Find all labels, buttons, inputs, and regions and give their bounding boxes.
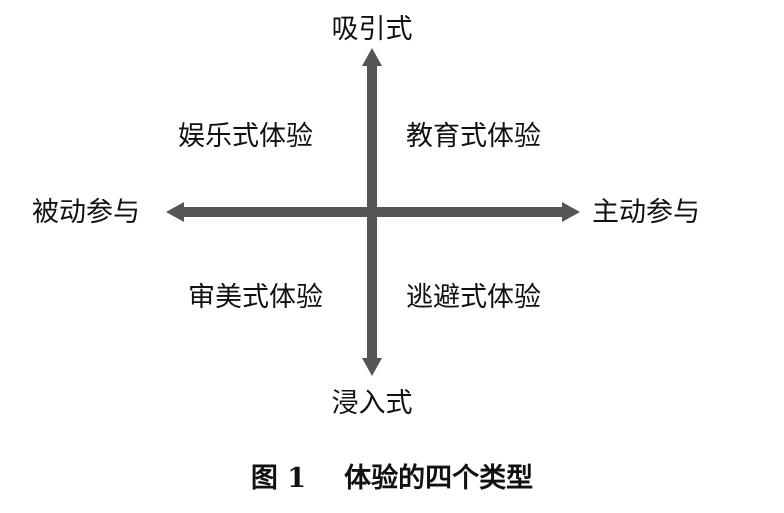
horizontal-axis-right-arrowhead — [562, 202, 580, 222]
axis-label-left: 被动参与 — [32, 197, 140, 228]
axis-label-right: 主动参与 — [592, 197, 700, 228]
figure-number: 图 1 — [250, 463, 307, 494]
quadrant-top-left-label: 娱乐式体验 — [178, 121, 313, 152]
axis-label-bottom: 浸入式 — [331, 388, 413, 419]
vertical-axis-top-arrowhead — [362, 48, 382, 66]
figure-caption: 图 1 体验的四个类型 — [0, 462, 784, 496]
figure-caption-text: 体验的四个类型 — [344, 463, 534, 494]
horizontal-axis-shaft — [178, 207, 568, 217]
quadrant-bottom-left-label: 审美式体验 — [188, 282, 323, 313]
quadrant-top-right-label: 教育式体验 — [406, 121, 541, 152]
vertical-axis-bottom-arrowhead — [362, 358, 382, 376]
axis-label-top: 吸引式 — [331, 14, 413, 45]
horizontal-axis-left-arrowhead — [166, 202, 184, 222]
quadrant-bottom-right-label: 逃避式体验 — [406, 282, 541, 313]
